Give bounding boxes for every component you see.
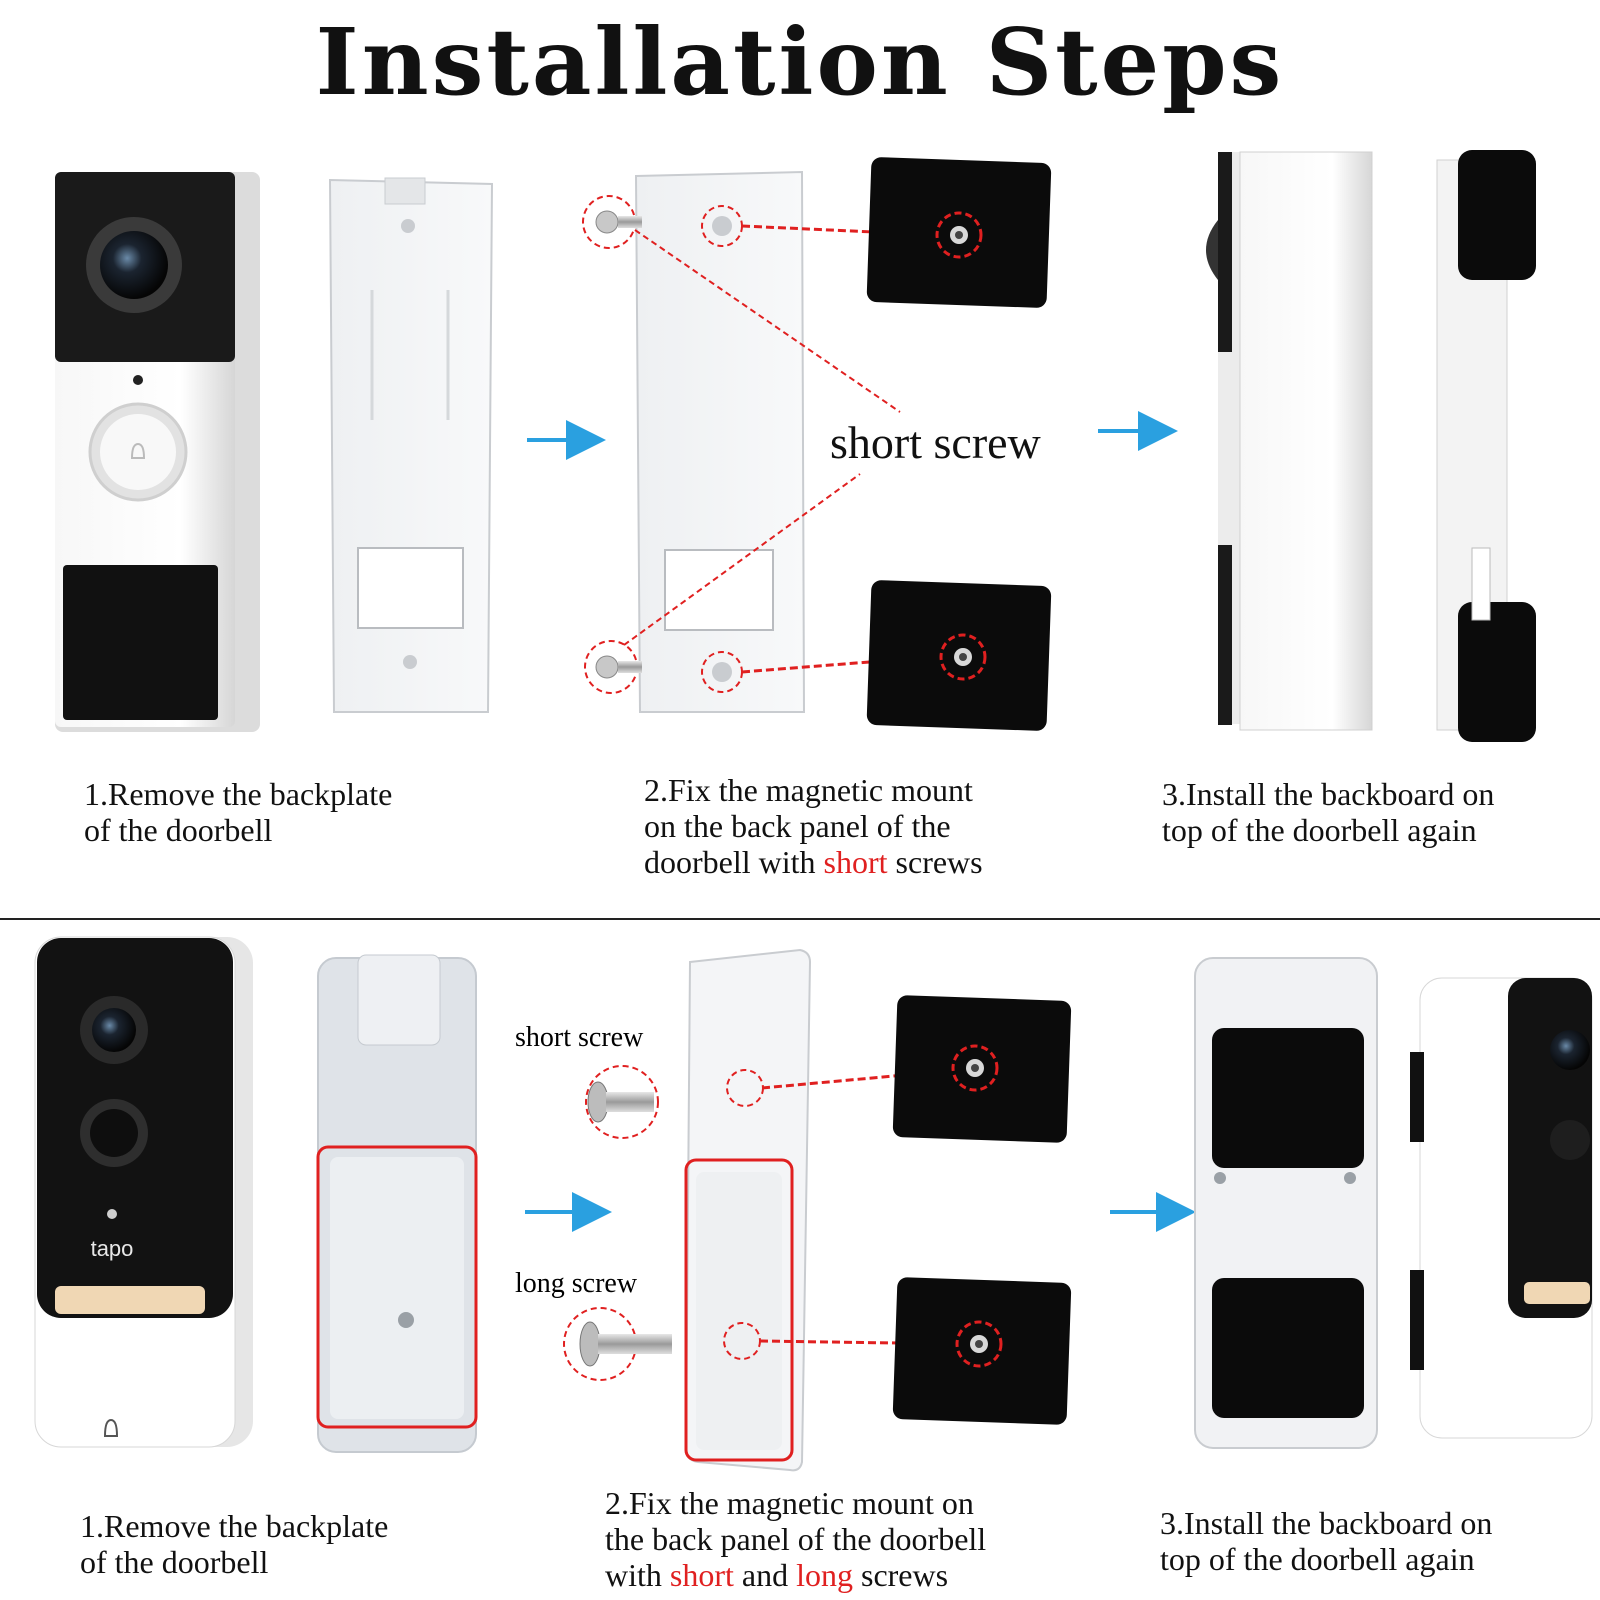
caption-highlight: long: [796, 1557, 853, 1593]
top-screw-upper: [582, 195, 642, 249]
caption-text: screws: [887, 844, 983, 880]
caption-text: doorbell with: [644, 844, 824, 880]
bottom-backplate: [316, 954, 478, 1453]
bottom-step-2-caption: 2.Fix the magnetic mount on the back pan…: [605, 1485, 986, 1593]
caption-line: of the doorbell: [84, 812, 273, 848]
bottom-magnetic-pad-lower: [892, 1277, 1072, 1425]
top-step-3-caption: 3.Install the backboard on top of the do…: [1162, 776, 1494, 848]
caption-line: 3.Install the backboard on: [1162, 776, 1495, 812]
top-magnetic-pad-upper: [866, 157, 1052, 308]
bottom-step-3-caption: 3.Install the backboard on top of the do…: [1160, 1505, 1492, 1577]
long-screw-label: long screw: [515, 1268, 638, 1299]
caption-text: screws: [852, 1557, 949, 1593]
top-backboard-side-view: [1436, 150, 1536, 742]
short-screw-callout: short screw: [830, 417, 1041, 468]
caption-text: with: [605, 1557, 670, 1593]
caption-line: the back panel of the doorbell: [605, 1521, 987, 1557]
top-backplate: [328, 177, 494, 713]
top-magnetic-pad-lower: [866, 580, 1052, 731]
top-step-2-caption: 2.Fix the magnetic mount on the back pan…: [644, 772, 983, 880]
top-doorbell-device: [55, 172, 260, 732]
caption-line: 1.Remove the backplate: [84, 776, 393, 812]
section-divider: [0, 918, 1600, 920]
caption-line: top of the doorbell again: [1160, 1541, 1475, 1577]
caption-text: and: [733, 1557, 797, 1593]
bottom-step-1-caption: 1.Remove the backplate of the doorbell: [80, 1508, 388, 1580]
bottom-doorbell-reinstalled: [1410, 977, 1593, 1439]
caption-line: doorbell with short screws: [644, 844, 983, 880]
bottom-doorbell-device: [34, 936, 253, 1448]
top-screw-lower: [584, 640, 642, 694]
caption-line: 1.Remove the backplate: [80, 1508, 389, 1544]
caption-line: 3.Install the backboard on: [1160, 1505, 1493, 1541]
caption-line: top of the doorbell again: [1162, 812, 1477, 848]
caption-highlight: short: [669, 1557, 734, 1593]
bottom-mount-plate: [684, 948, 812, 1472]
bottom-backboard-assembled: [1194, 957, 1378, 1449]
top-step-1-caption: 1.Remove the backplate of the doorbell: [84, 776, 392, 848]
brand-logo: tapo: [91, 1236, 134, 1261]
caption-line: with short and long screws: [605, 1557, 986, 1593]
caption-line: on the back panel of the: [644, 808, 951, 844]
caption-line: 2.Fix the magnetic mount: [644, 772, 973, 808]
bottom-short-screw: [585, 1065, 659, 1139]
page-title: Installation Steps: [315, 8, 1285, 116]
top-mount-plate: [634, 170, 806, 713]
caption-line: 2.Fix the magnetic mount on: [605, 1485, 974, 1521]
bell-icon: [103, 1418, 119, 1437]
caption-highlight: short: [823, 844, 888, 880]
bottom-long-screw: [563, 1307, 672, 1381]
short-screw-label: short screw: [515, 1022, 644, 1053]
bottom-magnetic-pad-upper: [892, 995, 1072, 1143]
caption-line: of the doorbell: [80, 1544, 269, 1580]
top-doorbell-side-view: [1206, 151, 1373, 731]
